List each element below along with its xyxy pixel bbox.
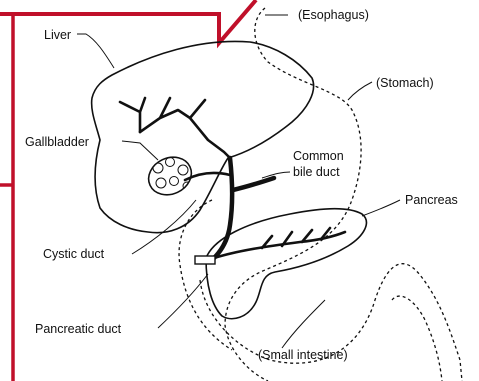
- stomach-outline: [225, 8, 361, 381]
- label-gallbladder: Gallbladder: [25, 135, 89, 149]
- label-small-intestine: (Small intestine): [258, 348, 348, 362]
- organ-labels: (Esophagus) Liver (Stomach) Gallbladder …: [25, 8, 458, 362]
- label-stomach: (Stomach): [376, 76, 434, 90]
- label-liver: Liver: [44, 28, 71, 42]
- stomach-inner-outline: [179, 200, 232, 350]
- label-common-bile-duct-line1: Common: [293, 149, 344, 163]
- label-common-bile-duct-line2: bile duct: [293, 165, 340, 179]
- label-pancreas: Pancreas: [405, 193, 458, 207]
- leader-lines: [77, 15, 400, 348]
- small-intestine-inner-outline: [392, 296, 442, 381]
- label-pancreatic-duct: Pancreatic duct: [35, 322, 122, 336]
- gallbladder: [142, 150, 197, 201]
- liver-shape: [92, 41, 314, 232]
- label-esophagus: (Esophagus): [298, 8, 369, 22]
- small-intestine-outline: [200, 264, 462, 381]
- label-cystic-duct: Cystic duct: [43, 247, 105, 261]
